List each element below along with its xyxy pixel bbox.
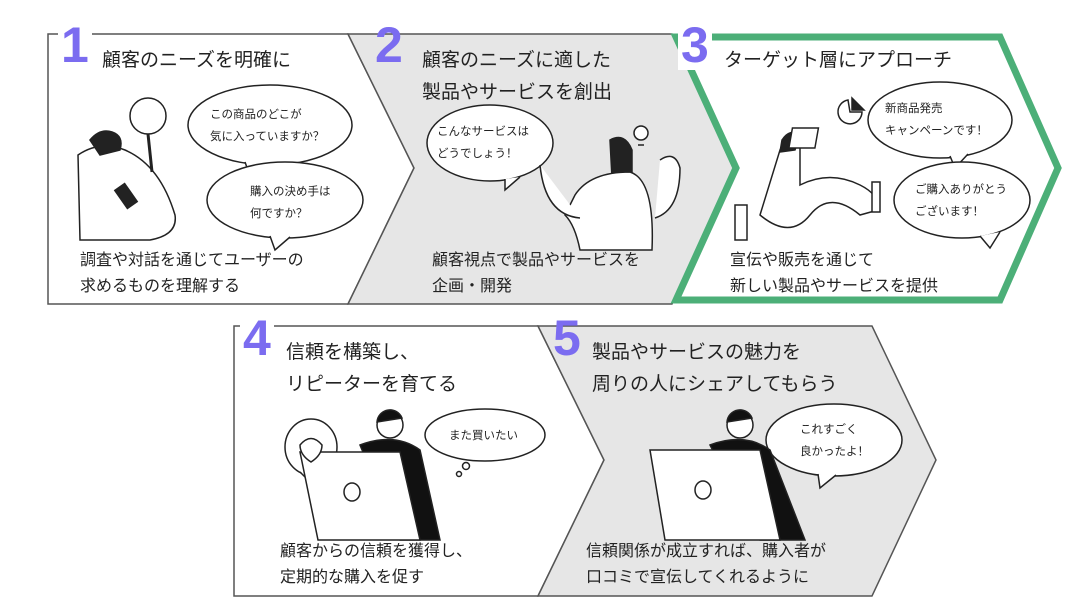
step-4-title: 信頼を構築し、 リピーターを育てる bbox=[286, 341, 458, 395]
step-5-title: 製品やサービスの魅力を 周りの人にシェアしてもらう bbox=[592, 341, 838, 395]
step-1-bubble-1: この商品のどこが 気に入っていますか？ bbox=[210, 107, 325, 143]
step-5-description: 信頼関係が成立すれば、購入者が 口コミで宣伝してくれるように bbox=[586, 541, 827, 586]
step-2-description: 顧客視点で製品やサービスを 企画・開発 bbox=[432, 250, 641, 295]
step-2-number: 2 bbox=[375, 17, 403, 73]
step-4-number: 4 bbox=[240, 313, 274, 363]
speech-bubbles bbox=[187, 81, 1031, 490]
step-2-title: 顧客のニーズに適した 製品やサービスを創出 bbox=[422, 49, 613, 103]
step-4-description: 顧客からの信頼を獲得し、 定期的な購入を促す bbox=[280, 541, 473, 586]
step-1-title: 顧客のニーズを明確に bbox=[102, 49, 292, 71]
step-3-description: 宣伝や販売を通じて 新しい製品やサービスを提供 bbox=[730, 250, 939, 295]
step-5-bubble-1: これすごく 良かったよ！ bbox=[800, 422, 869, 458]
marketer-illustration bbox=[734, 96, 881, 241]
step-5-number: 5 bbox=[553, 310, 581, 366]
step-3-number: 3 bbox=[678, 20, 712, 70]
step-1-number: 1 bbox=[58, 20, 92, 70]
step-3-title: ターゲット層にアプローチ bbox=[724, 49, 953, 71]
step-2-bubble-1: こんなサービスは どうでしょう！ bbox=[437, 124, 529, 160]
researcher-illustration bbox=[77, 97, 177, 241]
repeat-customer-illustration bbox=[299, 409, 441, 541]
step-1-description: 調査や対話を通じてユーザーの 求めるものを理解する bbox=[80, 250, 304, 295]
step-4-bubble-1: また買いたい bbox=[449, 428, 518, 442]
step-3-bubble-1: 新商品発売 キャンペーンです！ bbox=[885, 101, 988, 137]
step-3-bubble-2: ご購入ありがとう ございます！ bbox=[915, 182, 1007, 218]
idea-person-illustration bbox=[539, 125, 681, 251]
step-1-bubble-2: 購入の決め手は 何ですか？ bbox=[250, 184, 331, 220]
sharing-customer-illustration bbox=[649, 409, 807, 541]
